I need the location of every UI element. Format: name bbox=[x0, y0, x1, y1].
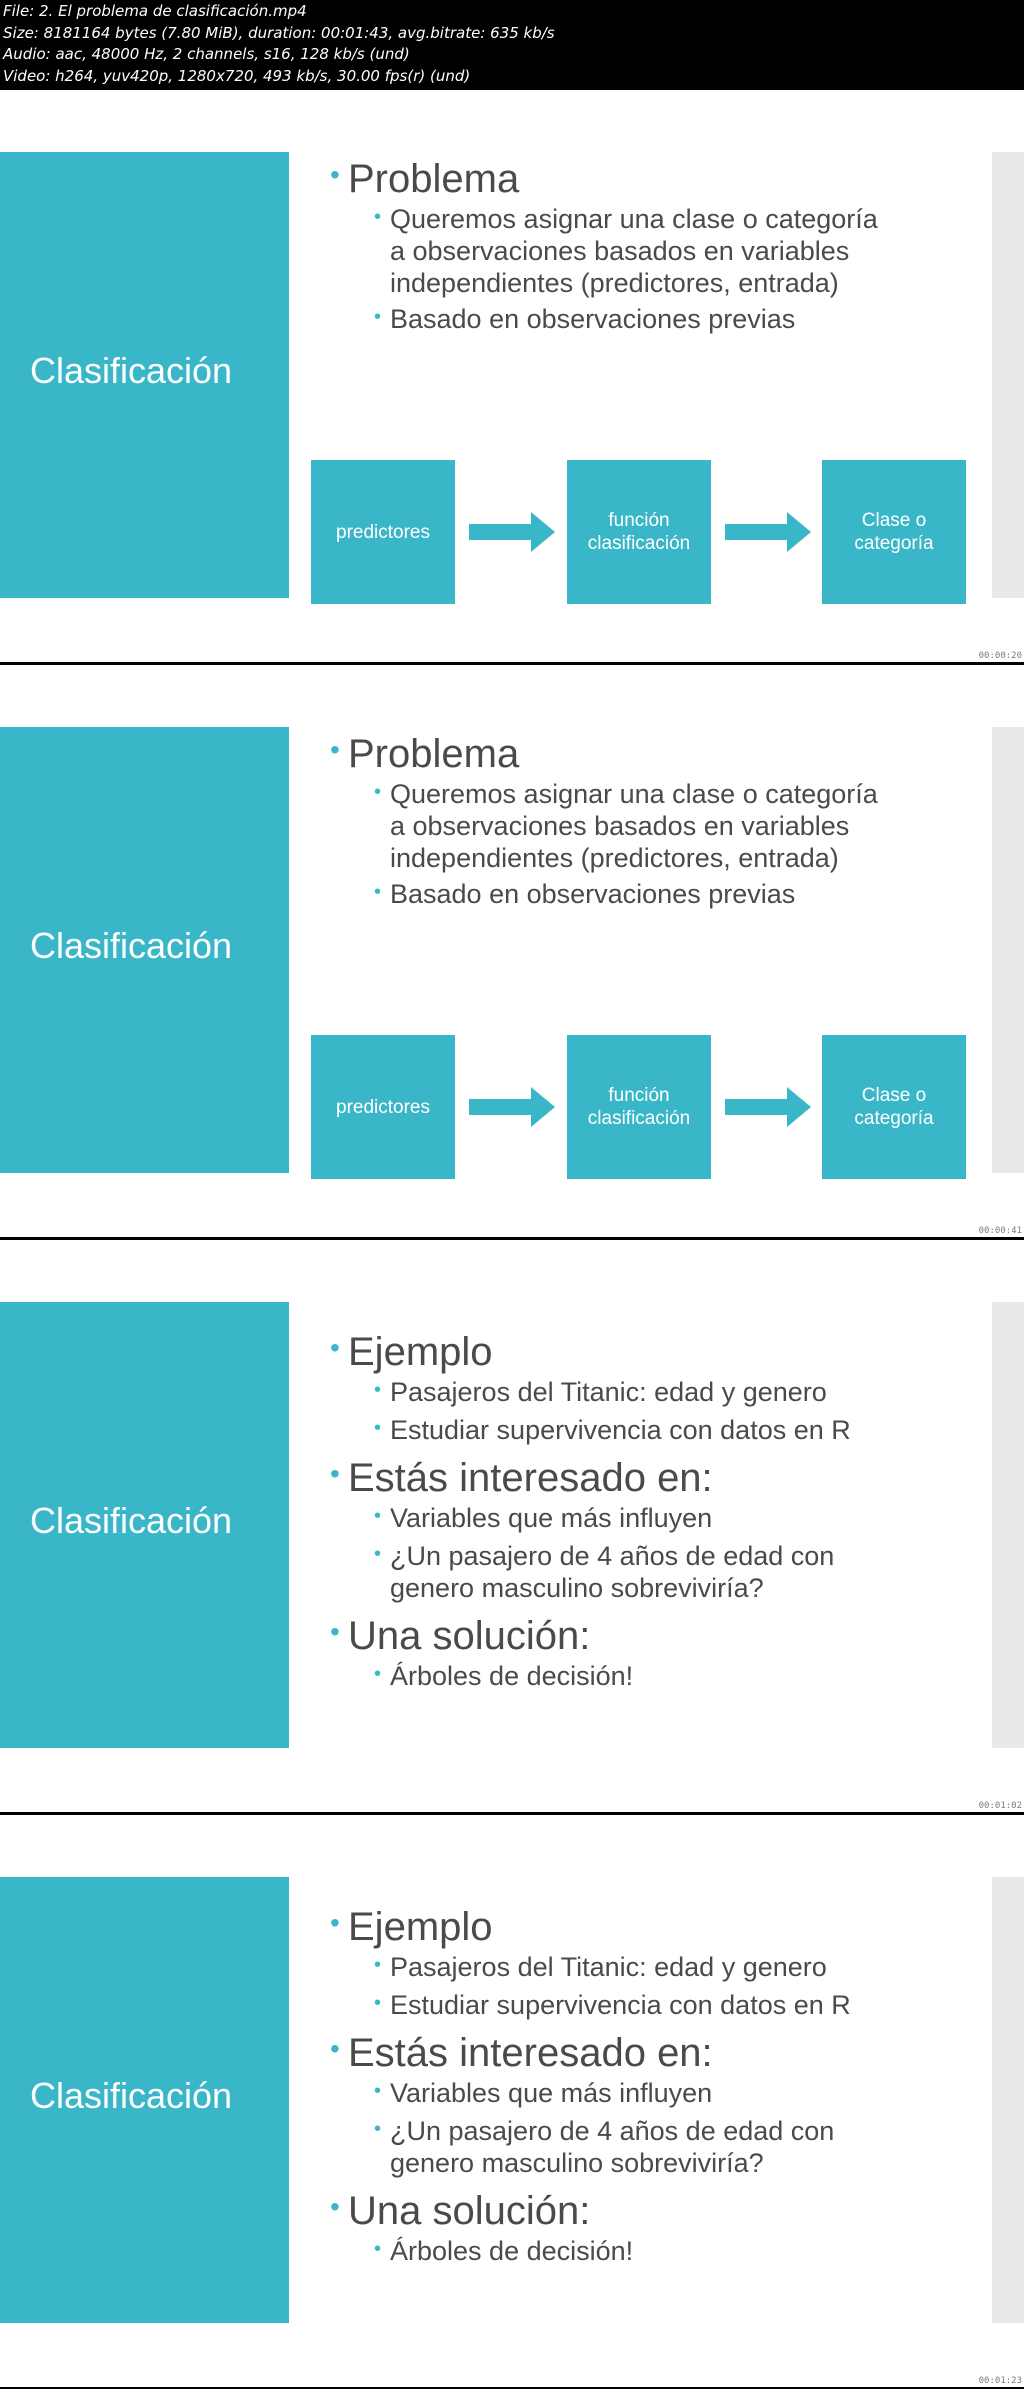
slide-bullet: •¿Un pasajero de 4 años de edad con gene… bbox=[330, 2115, 980, 2179]
bullet-icon: • bbox=[374, 781, 382, 803]
video-frame-1: Clasificación •Problema •Queremos asigna… bbox=[0, 90, 1024, 662]
bullet-icon: • bbox=[374, 881, 382, 903]
bullet-icon: • bbox=[330, 2191, 340, 2222]
bullet-icon: • bbox=[374, 2238, 382, 2260]
bullet-icon: • bbox=[374, 1992, 382, 2014]
slide-bullet: •Basado en observaciones previas bbox=[330, 303, 980, 335]
frame-timestamp: 00:00:20 bbox=[978, 651, 1022, 661]
diagram-box-function: función clasificación bbox=[567, 460, 711, 604]
slide-content: •Problema •Queremos asignar una clase o … bbox=[330, 730, 980, 910]
bullet-icon: • bbox=[330, 159, 340, 190]
slide-bullet: •Queremos asignar una clase o categoría … bbox=[330, 778, 980, 874]
frame-timestamp: 00:01:23 bbox=[978, 2376, 1022, 2386]
slide-content: •Problema •Queremos asignar una clase o … bbox=[330, 155, 980, 335]
file-name-line: File: 2. El problema de clasificación.mp… bbox=[3, 2, 307, 20]
slide-bullet: •Variables que más influyen bbox=[330, 1502, 980, 1534]
bullet-icon: • bbox=[374, 1543, 382, 1565]
slide-bullet: •Estudiar supervivencia con datos en R bbox=[330, 1989, 980, 2021]
slide-bullet: •Pasajeros del Titanic: edad y genero bbox=[330, 1376, 980, 1408]
bullet-icon: • bbox=[374, 1954, 382, 1976]
slide-bullet: •Queremos asignar una clase o categoría … bbox=[330, 203, 980, 299]
slide-bullet: •Basado en observaciones previas bbox=[330, 878, 980, 910]
bullet-icon: • bbox=[330, 1458, 340, 1489]
slide-right-bar bbox=[992, 1302, 1024, 1748]
bullet-icon: • bbox=[330, 1332, 340, 1363]
slide-heading: •Problema bbox=[330, 155, 980, 203]
bullet-icon: • bbox=[374, 2080, 382, 2102]
slide-sidebar: Clasificación bbox=[0, 1877, 289, 2323]
diagram-box-predictors: predictores bbox=[311, 460, 455, 604]
bullet-icon: • bbox=[374, 1663, 382, 1685]
video-frame-4: Clasificación •Ejemplo •Pasajeros del Ti… bbox=[0, 1815, 1024, 2387]
arrow-right-icon bbox=[725, 512, 811, 552]
slide-bullet: •Estudiar supervivencia con datos en R bbox=[330, 1414, 980, 1446]
slide-heading: •Una solución: bbox=[330, 1612, 980, 1660]
classification-diagram: predictores función clasificación Clase … bbox=[311, 1035, 966, 1180]
slide-bullet: •Pasajeros del Titanic: edad y genero bbox=[330, 1951, 980, 1983]
slide-content: •Ejemplo •Pasajeros del Titanic: edad y … bbox=[330, 1903, 980, 2267]
diagram-box-class: Clase o categoría bbox=[822, 1035, 966, 1179]
file-info-header: File: 2. El problema de clasificación.mp… bbox=[0, 0, 1024, 90]
classification-diagram: predictores función clasificación Clase … bbox=[311, 460, 966, 605]
slide-bullet: •Árboles de decisión! bbox=[330, 1660, 980, 1692]
bullet-icon: • bbox=[330, 734, 340, 765]
arrow-right-icon bbox=[469, 512, 555, 552]
bullet-icon: • bbox=[330, 2033, 340, 2064]
frame-timestamp: 00:00:41 bbox=[978, 1226, 1022, 1236]
slide-title: Clasificación bbox=[30, 350, 233, 391]
file-size-line: Size: 8181164 bytes (7.80 MiB), duration… bbox=[3, 23, 555, 42]
slide-title: Clasificación bbox=[30, 925, 233, 966]
arrow-right-icon bbox=[725, 1087, 811, 1127]
slide-right-bar bbox=[992, 1877, 1024, 2323]
slide-sidebar: Clasificación bbox=[0, 152, 289, 598]
slide-right-bar bbox=[992, 727, 1024, 1173]
bullet-icon: • bbox=[374, 2118, 382, 2140]
bullet-icon: • bbox=[374, 1505, 382, 1527]
slide-content: •Ejemplo •Pasajeros del Titanic: edad y … bbox=[330, 1328, 980, 1692]
bullet-icon: • bbox=[330, 1907, 340, 1938]
slide-bullet: •¿Un pasajero de 4 años de edad con gene… bbox=[330, 1540, 980, 1604]
slide-heading: •Una solución: bbox=[330, 2187, 980, 2235]
audio-info-line: Audio: aac, 48000 Hz, 2 channels, s16, 1… bbox=[3, 45, 410, 63]
slide-heading: •Problema bbox=[330, 730, 980, 778]
slide-title: Clasificación bbox=[30, 1500, 233, 1541]
bullet-icon: • bbox=[374, 206, 382, 228]
bullet-icon: • bbox=[374, 1379, 382, 1401]
frame-timestamp: 00:01:02 bbox=[978, 1801, 1022, 1811]
arrow-right-icon bbox=[469, 1087, 555, 1127]
video-frame-2: Clasificación •Problema •Queremos asigna… bbox=[0, 665, 1024, 1237]
diagram-box-predictors: predictores bbox=[311, 1035, 455, 1179]
slide-title: Clasificación bbox=[30, 2075, 233, 2116]
bullet-icon: • bbox=[330, 1616, 340, 1647]
slide-sidebar: Clasificación bbox=[0, 727, 289, 1173]
diagram-box-class: Clase o categoría bbox=[822, 460, 966, 604]
slide-bullet: •Variables que más influyen bbox=[330, 2077, 980, 2109]
bullet-icon: • bbox=[374, 306, 382, 328]
slide-heading: •Estás interesado en: bbox=[330, 1454, 980, 1502]
slide-heading: •Ejemplo bbox=[330, 1328, 980, 1376]
slide-heading: •Ejemplo bbox=[330, 1903, 980, 1951]
bullet-icon: • bbox=[374, 1417, 382, 1439]
slide-right-bar bbox=[992, 152, 1024, 598]
diagram-box-function: función clasificación bbox=[567, 1035, 711, 1179]
slide-heading: •Estás interesado en: bbox=[330, 2029, 980, 2077]
slide-sidebar: Clasificación bbox=[0, 1302, 289, 1748]
video-info-line: Video: h264, yuv420p, 1280x720, 493 kb/s… bbox=[3, 66, 471, 85]
slide-bullet: •Árboles de decisión! bbox=[330, 2235, 980, 2267]
video-frame-3: Clasificación •Ejemplo •Pasajeros del Ti… bbox=[0, 1240, 1024, 1812]
